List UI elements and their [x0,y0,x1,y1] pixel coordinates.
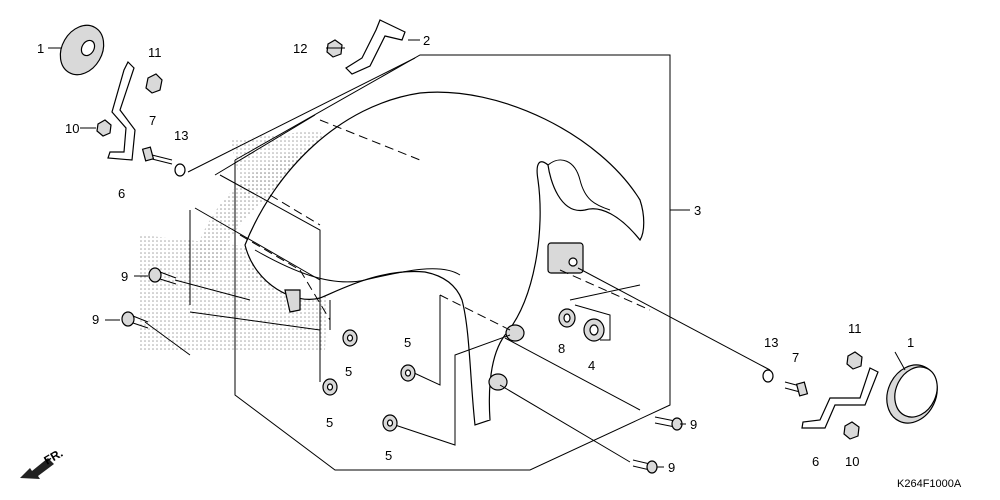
part-7-right-bolt [784,381,809,397]
callout-6-left: 6 [118,186,125,201]
callout-10-left: 10 [65,121,79,136]
part-11-left-nut [145,73,163,94]
part-5-grommet-c [400,364,416,382]
part-6-right-bracket [801,367,879,429]
callout-1-right: 1 [907,335,914,350]
callout-6-right: 6 [812,454,819,469]
callout-3: 3 [694,203,701,218]
callout-2: 2 [423,33,430,48]
part-5-grommet-a [342,329,358,347]
callout-5-c: 5 [326,415,333,430]
callout-8: 8 [558,341,565,356]
callout-1-left: 1 [37,41,44,56]
part-13-left-washer [174,163,186,177]
part-13-right-washer [762,369,774,383]
callout-labels: 1 11 10 7 13 6 12 2 3 9 9 5 5 5 5 8 4 9 … [37,33,914,475]
part-9-bolt-b [121,311,149,329]
callout-7-left: 7 [149,113,156,128]
callout-13-right: 13 [764,335,778,350]
reference-lines [239,119,651,331]
part-1-left-cover [59,24,105,76]
callout-5-a: 5 [345,364,352,379]
callout-9-c: 9 [690,417,697,432]
callout-11-left: 11 [148,45,162,60]
part-10-right-nut [843,421,860,440]
diagram-code: K264F1000A [897,478,962,490]
callout-5-d: 5 [385,448,392,463]
callout-13-left: 13 [174,128,188,143]
callout-4: 4 [588,358,595,373]
part-11-right-nut [846,351,863,370]
label-leaders [48,39,906,468]
callout-5-b: 5 [404,335,411,350]
part-10-left-nut [96,119,112,137]
part-8-collar [558,308,576,328]
part-6-left-bracket [107,60,136,161]
callout-10-right: 10 [845,454,859,469]
part-7-left-bolt [141,146,173,165]
part-5-grommet-b [322,378,338,396]
part-2-bracket [345,19,406,75]
callout-9-d: 9 [668,460,675,475]
callout-11-right: 11 [848,321,862,336]
callout-12: 12 [293,41,307,56]
part-9-bolt-d [632,459,658,474]
leader-lines [144,57,771,463]
callout-7-right: 7 [792,350,799,365]
part-9-bolt-c [654,416,683,431]
part-1-right-cover [886,364,938,424]
callout-9-a: 9 [121,269,128,284]
part-5-grommet-d [382,414,398,432]
assembly-outline [234,54,690,471]
part-9-bolt-a [148,267,177,285]
front-direction-arrow: FR. [20,446,65,479]
part-4-grommet [583,318,605,342]
front-fender [244,91,645,426]
callout-9-b: 9 [92,312,99,327]
